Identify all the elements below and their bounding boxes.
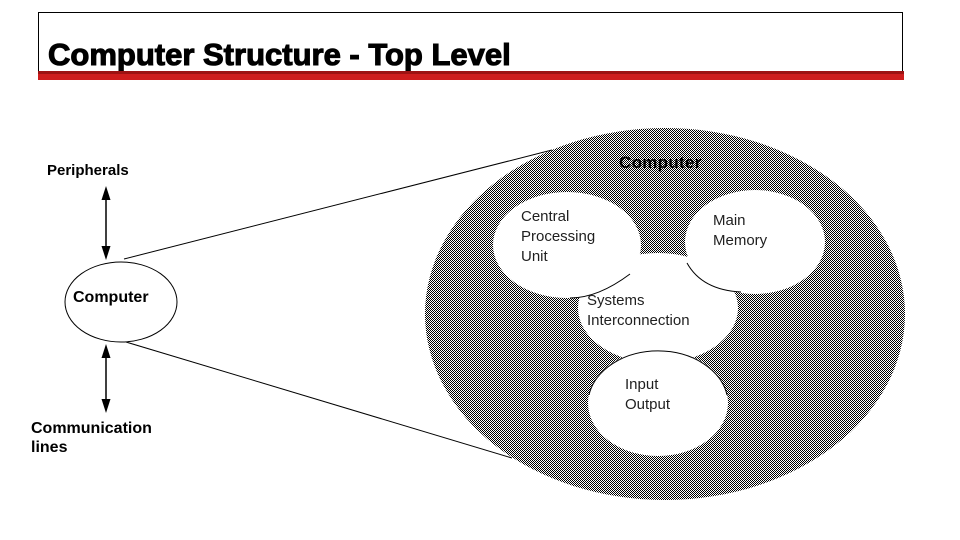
- main-memory-label: Main Memory: [713, 212, 768, 249]
- cpu-label: Central Processing Unit: [521, 208, 596, 265]
- peripherals-arrow: [101, 186, 111, 260]
- slide-title: Computer Structure - Top Level: [47, 36, 511, 72]
- computer-zoom-label: Computer: [619, 153, 702, 172]
- peripherals-label: Peripherals: [47, 162, 129, 179]
- computer-small-label: Computer: [73, 289, 149, 306]
- communication-lines-label: Communication lines: [31, 420, 152, 456]
- input-output-label: Input Output: [625, 376, 671, 413]
- title-box: [38, 12, 903, 79]
- systems-interconnection-label: Systems Interconnection: [587, 292, 690, 329]
- communication-lines-arrow: [101, 344, 111, 413]
- title-underline-bar: [38, 71, 904, 80]
